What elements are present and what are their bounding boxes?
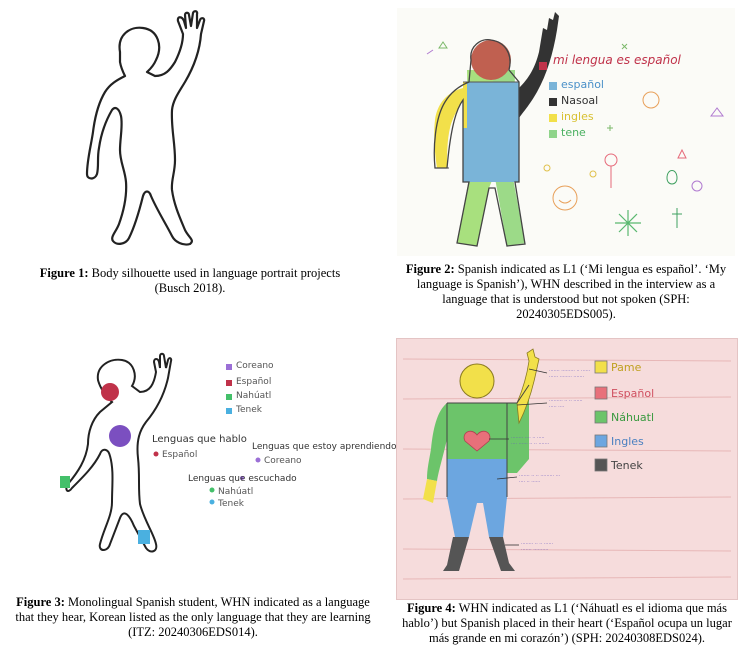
svg-text:....... ..........: ....... ..........	[521, 547, 548, 552]
figure-3-heading-hear: Lenguas que escuchado	[188, 474, 297, 484]
figure-3-heading-learn: Lenguas que estoy aprendiendo	[252, 442, 397, 452]
figure-2-caption-text: Spanish indicated as L1 (‘Mi lengua es e…	[416, 262, 727, 321]
figure-2-caption: Figure 2: Spanish indicated as L1 (‘Mi l…	[393, 262, 739, 322]
figure-3-label: Figure 3:	[16, 595, 65, 609]
figure-4-image: ....... ......... .. ...... ...... .....…	[396, 338, 738, 600]
figure-3-caption-text: Monolingual Spanish student, WHN indicat…	[15, 595, 371, 639]
figure-2-image: mi lengua es español español Nasoal ingl…	[397, 8, 735, 256]
svg-text:........ .. .. ......: ........ .. .. ......	[521, 541, 553, 546]
figure-2-legend-espanol: español	[561, 78, 604, 91]
svg-text:....... ......... .. ......: ....... ......... .. ......	[549, 368, 590, 373]
figure-2-legend-ingles: ingles	[561, 110, 594, 123]
figure-1-label: Figure 1:	[39, 266, 89, 280]
figure-4-legend-espanol: Español	[611, 387, 655, 400]
svg-text:....... .. .. ......... ...: ....... .. .. ......... ...	[519, 473, 560, 478]
figure-4-legend-nahuatl: Náhuatl	[611, 411, 655, 424]
figure-3-hear-item-nahuatl: Nahúatl	[218, 487, 254, 497]
figure-2-legend-tene: tene	[561, 126, 586, 139]
figure-2-legend-nasoal: Nasoal	[561, 94, 599, 107]
figure-3-speak-item: Español	[162, 450, 198, 460]
language-portrait-4: ....... ......... .. ...... ...... .....…	[402, 348, 732, 580]
figure-3-heading-speak: Lenguas que hablo	[152, 434, 247, 445]
svg-text:......... .. .. ......: ......... .. .. ......	[549, 398, 583, 403]
figure-1-image	[25, 10, 355, 250]
language-portrait-3	[60, 352, 261, 553]
figure-3-legend-nahuatl: Nahúatl	[236, 391, 272, 401]
figure-4-label: Figure 4:	[407, 601, 456, 615]
figure-4-legend-ingles: Ingles	[611, 435, 644, 448]
svg-text:..... ....: ..... ....	[549, 404, 564, 409]
language-portrait-2	[426, 12, 724, 247]
figure-4-caption-text: WHN indicated as L1 (‘Náhuatl es el idio…	[402, 601, 732, 645]
svg-text:.... .. ......: .... .. ......	[519, 479, 540, 484]
figure-1-caption: Figure 1: Body silhouette used in langua…	[25, 266, 355, 296]
figure-3-learn-item: Coreano	[264, 456, 302, 466]
figure-2-label: Figure 2:	[405, 262, 455, 276]
figure-4-legend-tenek: Tenek	[611, 459, 643, 472]
body-silhouette-outline	[85, 10, 206, 246]
svg-text:.... ...... .. .. .......: .... ...... .. .. .......	[511, 441, 549, 446]
figure-4-legend-pame: Pame	[611, 361, 642, 374]
svg-text:........ .... .. .....: ........ .... .. .....	[511, 435, 545, 440]
figure-3-legend-coreano: Coreano	[236, 361, 274, 371]
figure-3-image: Coreano Español Nahúatl Tenek Lenguas qu…	[28, 348, 397, 564]
figure-4-caption: Figure 4: WHN indicated as L1 (‘Náhuatl …	[392, 601, 742, 646]
figure-3-hear-item-tenek: Tenek	[218, 499, 244, 509]
figure-3-legend-tenek: Tenek	[236, 405, 262, 415]
figure-3-caption: Figure 3: Monolingual Spanish student, W…	[14, 595, 372, 640]
svg-text:...... ........ .......: ...... ........ .......	[549, 374, 584, 379]
figure-1-caption-text: Body silhouette used in language portrai…	[88, 266, 341, 295]
figure-3-legend-espanol: Español	[236, 377, 272, 387]
figure-2-title: mi lengua es español	[553, 53, 681, 67]
